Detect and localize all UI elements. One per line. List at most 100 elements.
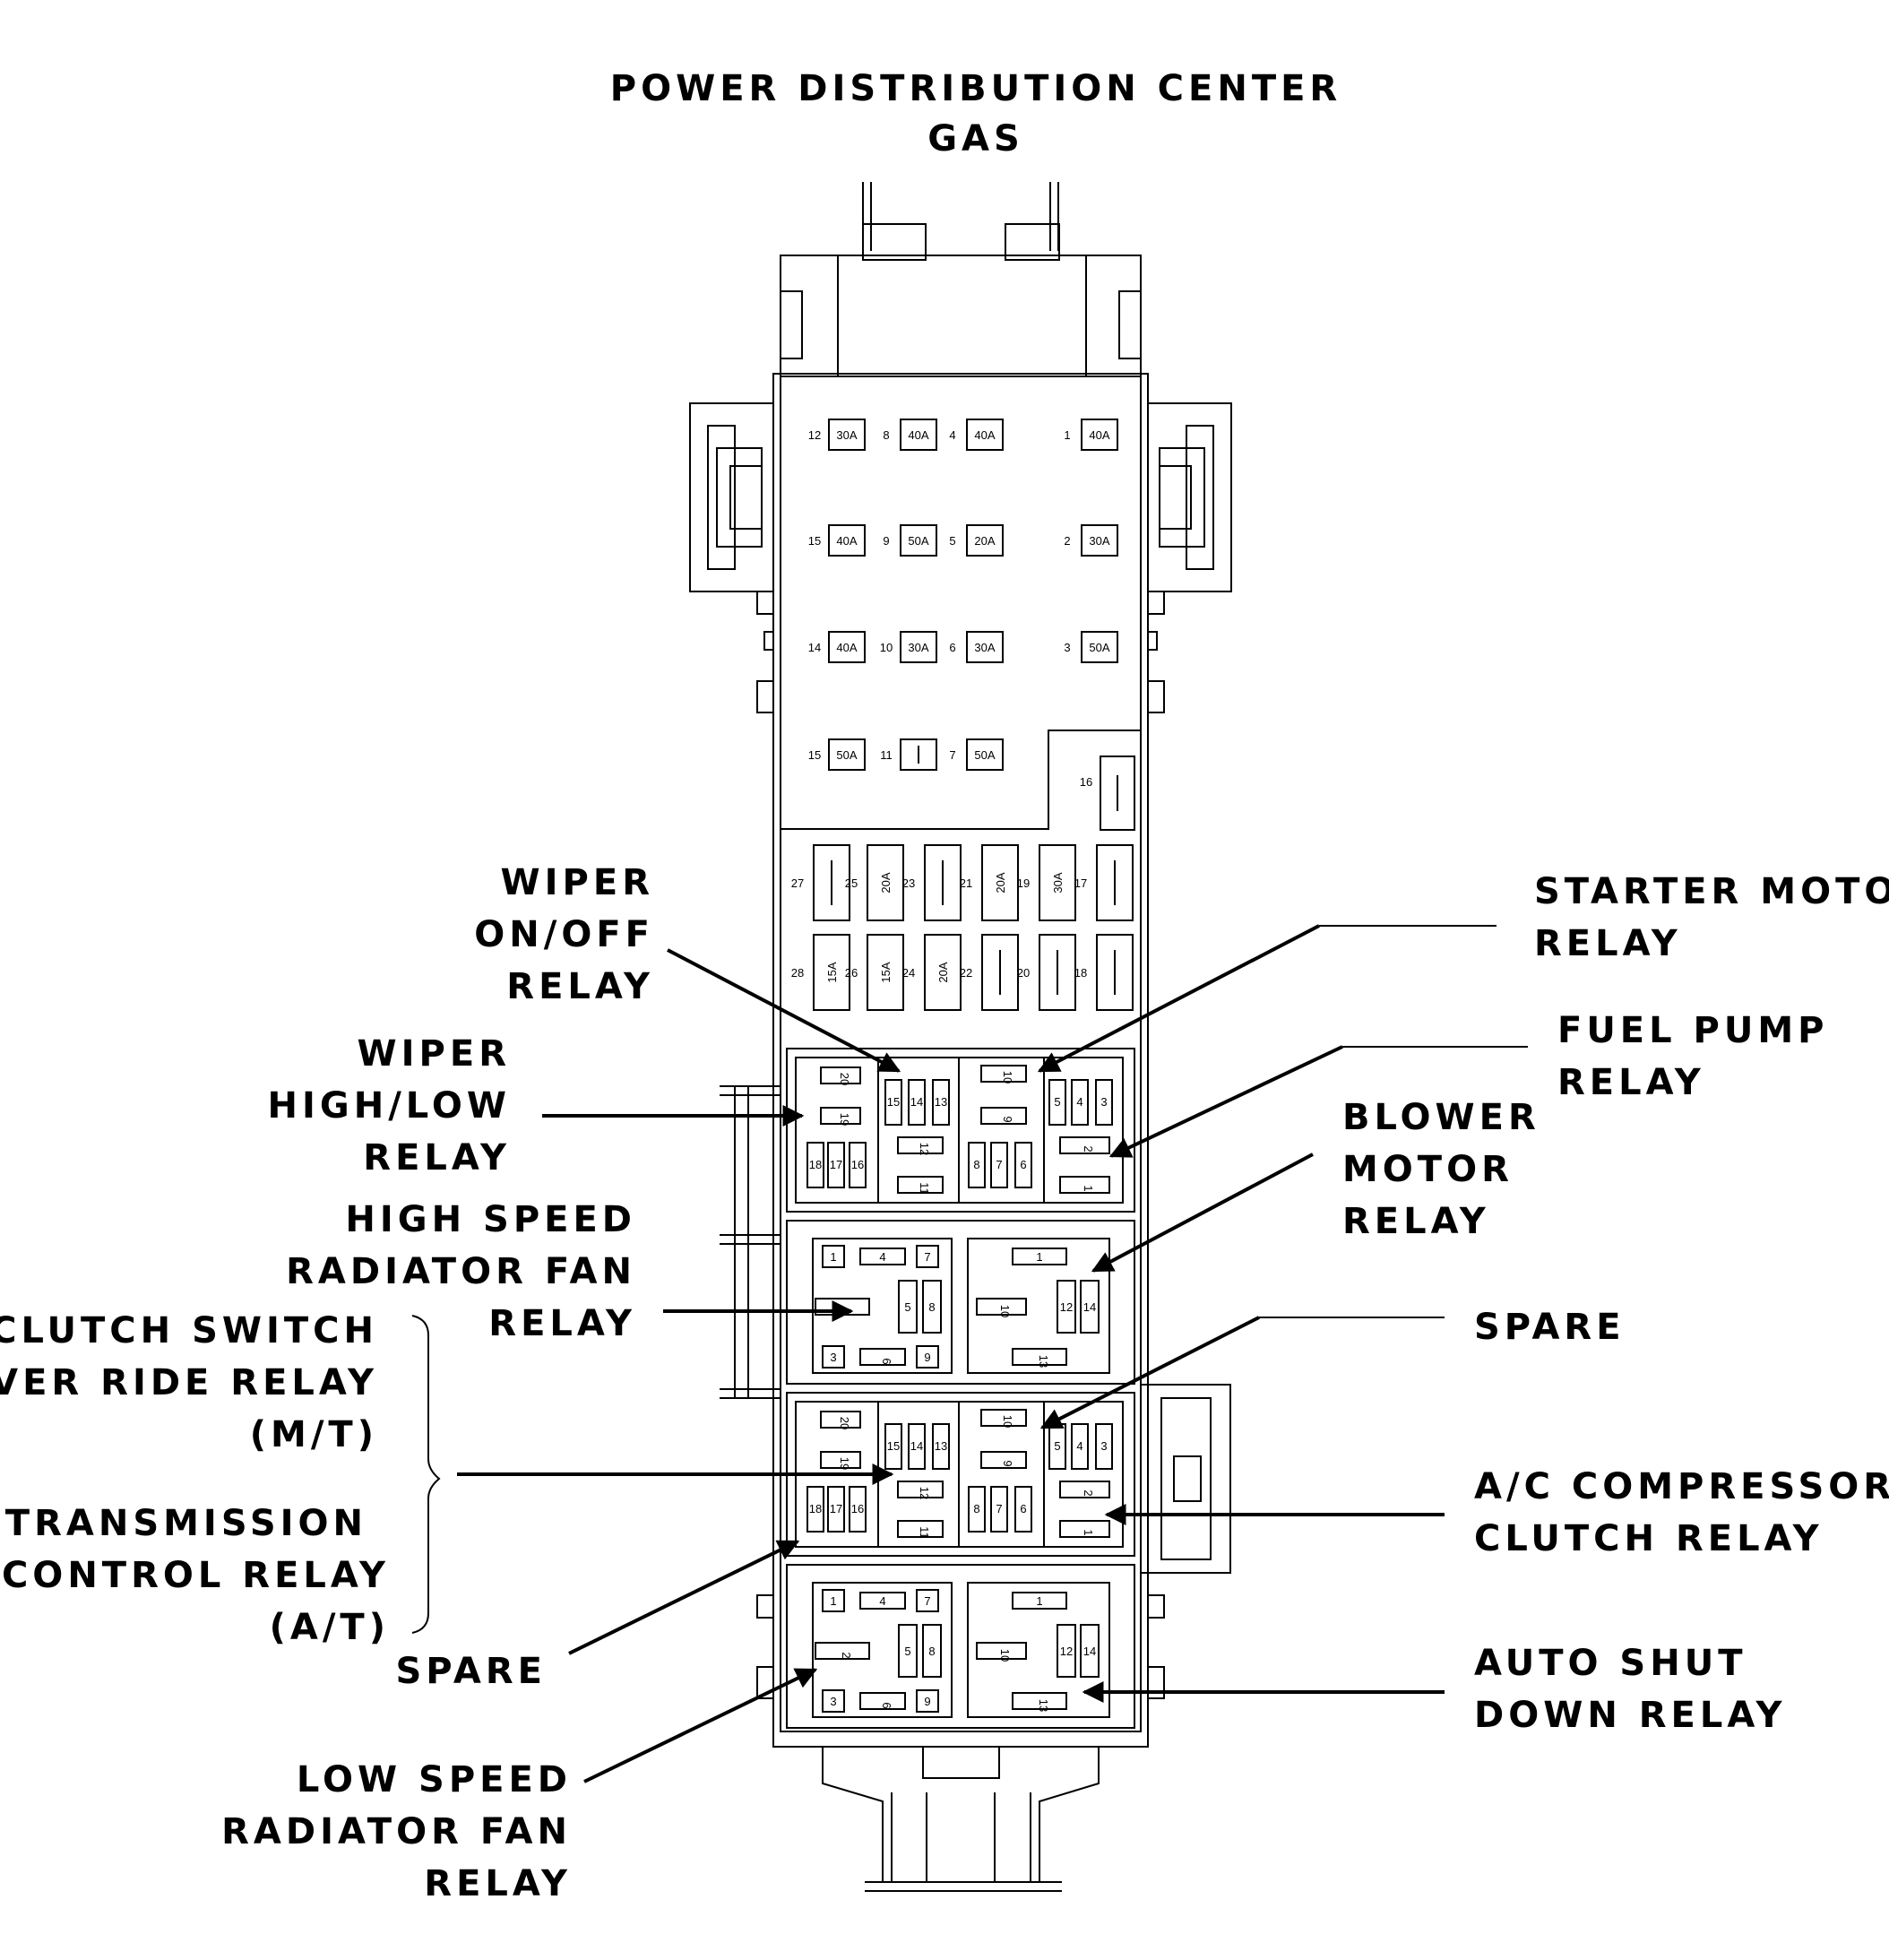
relay-pin: 3: [830, 1351, 836, 1364]
fuse-rating: 50A: [908, 534, 928, 548]
fuse-rating: 20A: [974, 534, 995, 548]
relay-pin: 5: [1054, 1439, 1060, 1453]
fuse-number: 4: [949, 428, 955, 442]
fuse-3: 3 50A: [1064, 631, 1118, 663]
fuse-body: [1081, 631, 1118, 663]
label-line: OVER RIDE RELAY: [0, 1362, 378, 1403]
label-line: HIGH SPEED: [345, 1199, 636, 1240]
relay-pin: 16: [851, 1502, 864, 1515]
fuse-body: [867, 934, 904, 1011]
fuse-body: [867, 844, 904, 921]
fuse-body: [1039, 934, 1076, 1011]
relay-pin: 1: [1082, 1529, 1095, 1535]
fuse-number: 7: [949, 748, 955, 762]
relay-pin: 18: [809, 1502, 822, 1515]
relay-pin: 5: [904, 1645, 910, 1658]
fuse-number: 11: [880, 748, 893, 762]
label-line: WIPER: [501, 862, 654, 903]
fuse-rating: 15A: [825, 962, 839, 982]
fuse-number: 19: [1017, 876, 1030, 890]
relay-pin: 14: [910, 1095, 923, 1109]
relay-pin: 17: [830, 1158, 842, 1171]
fuse-rating: 30A: [836, 428, 857, 442]
relay-pin: 11: [918, 1182, 931, 1195]
label-starter-motor-relay: STARTER MOTOR RELAY: [1534, 871, 1889, 964]
label-line: STARTER MOTOR: [1534, 871, 1889, 912]
fuse-body: [900, 419, 937, 451]
relay-pin: 3: [1100, 1439, 1107, 1453]
mini-fuse-19: 19 30A: [1017, 844, 1076, 921]
mini-fuse-21: 21 20A: [960, 844, 1019, 921]
relay-pin: 1: [1036, 1250, 1042, 1264]
relay-pin: 4: [879, 1250, 885, 1264]
label-line: RELAY: [488, 1303, 636, 1344]
fuse-rating: 20A: [994, 872, 1007, 893]
fuse-body: [981, 844, 1019, 921]
fuse-4: 4 40A: [949, 419, 1004, 451]
fuse-body: [828, 631, 866, 663]
arrow-wiper-onoff: [667, 948, 901, 1073]
relay-pin: 20: [838, 1073, 851, 1085]
label-spare-right: SPARE: [1474, 1307, 1621, 1348]
relay-pin: 1: [1036, 1594, 1042, 1608]
fuse-number: 3: [1064, 641, 1070, 654]
label-line: AUTO SHUT: [1474, 1643, 1747, 1684]
fuse-number: 15: [808, 534, 821, 548]
label-line: CLUTCH RELAY: [1474, 1518, 1824, 1559]
relay-pin: 15: [887, 1439, 900, 1453]
relay-pin: 6: [1020, 1158, 1026, 1171]
relay-pin: 10: [1001, 1071, 1014, 1084]
label-line: LOW SPEED: [297, 1759, 572, 1800]
fuse-rating: 40A: [974, 428, 995, 442]
label-spare-left: SPARE: [395, 1651, 542, 1692]
fuse-number: 9: [883, 534, 889, 548]
fuse-body: [1081, 419, 1118, 451]
fuse-number: 14: [808, 641, 821, 654]
relay-pin: 1: [830, 1594, 836, 1608]
fuse-number: 17: [1074, 876, 1087, 890]
relay-pin: 9: [924, 1695, 930, 1708]
relay-pin: 7: [996, 1502, 1002, 1515]
fuse-body: [813, 934, 850, 1011]
label-line: RELAY: [1557, 1062, 1705, 1103]
fuse-rating: 30A: [1051, 872, 1065, 893]
relay-pin: 14: [1083, 1645, 1096, 1658]
label-fuel-pump-relay: FUEL PUMP RELAY: [1557, 1010, 1824, 1103]
arrow-spare-left: [568, 1540, 800, 1655]
fuse-number: 21: [960, 876, 972, 890]
fuse-rating: 50A: [974, 748, 995, 762]
relay-pin: 1: [830, 1250, 836, 1264]
label-wiper-highlow-relay: WIPER HIGH/LOW RELAY: [268, 1033, 506, 1179]
fuse-body: [966, 419, 1004, 451]
relay-pin: 6: [1020, 1502, 1026, 1515]
fuse-body: [900, 631, 937, 663]
relay-pin: 6: [880, 1358, 893, 1364]
mini-fuse-23: 23: [902, 844, 962, 921]
label-line: A/C COMPRESSOR: [1474, 1466, 1889, 1507]
relay-pin: 7: [924, 1594, 930, 1608]
fuse-rating: 40A: [836, 641, 857, 654]
fuse-rating: 20A: [879, 872, 893, 893]
relay-pin: 12: [1060, 1645, 1073, 1658]
fuse-rating: 50A: [1089, 641, 1109, 654]
relay-pin: 2: [840, 1652, 853, 1658]
relay-pin: 14: [1083, 1300, 1096, 1314]
label-ac-compressor-clutch-relay: A/C COMPRESSOR CLUTCH RELAY: [1474, 1466, 1889, 1559]
relay-pin: 2: [1082, 1145, 1095, 1152]
fuse-body: [966, 631, 1004, 663]
fuse-rating: 40A: [1089, 428, 1109, 442]
fuse-16: 16: [1080, 756, 1135, 831]
fuse-rating: 30A: [974, 641, 995, 654]
relay-pin: 13: [935, 1439, 947, 1453]
relay-pin: 13: [1037, 1355, 1050, 1368]
